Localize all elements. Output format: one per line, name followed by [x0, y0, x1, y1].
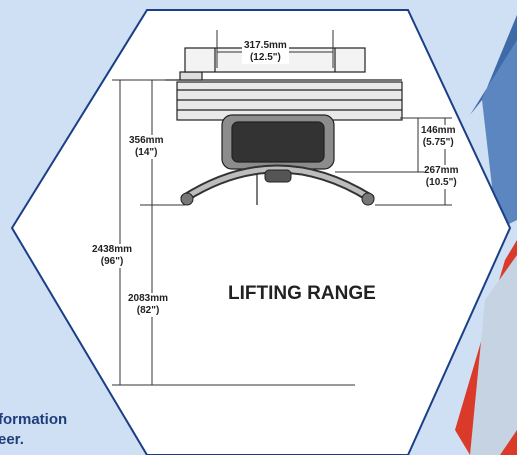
left-upper-mm: 356mm: [129, 135, 164, 146]
right-upper-mm: 146mm: [421, 125, 456, 136]
total-height-mm: 2438mm: [92, 244, 133, 255]
total-height-in: (96"): [100, 256, 124, 267]
dimension-lines: [112, 30, 452, 386]
dimension-label-total-height: 2438mm (96"): [92, 244, 133, 268]
lift-height-in: (82"): [136, 305, 160, 316]
left-upper-in: (14"): [134, 147, 158, 158]
hexagon-frame: [10, 9, 512, 455]
dimension-label-left-upper: 356mm (14"): [129, 135, 164, 159]
clipped-text-line-2: eer.: [0, 431, 24, 448]
dimension-label-top-width: 317.5mm (12.5"): [242, 40, 289, 64]
right-photo-fragments: [455, 15, 517, 455]
right-lower-in: (10.5"): [425, 177, 457, 188]
right-lower-mm: 267mm: [424, 165, 459, 176]
dimension-label-right-upper: 146mm (5.75"): [421, 125, 456, 149]
dimension-label-right-lower: 267mm (10.5"): [424, 165, 459, 189]
lift-height-mm: 2083mm: [128, 293, 169, 304]
clipped-text-line-1: formation: [0, 411, 68, 428]
spreader-bar: [180, 164, 375, 206]
right-upper-in: (5.75"): [422, 137, 454, 148]
dimension-label-lift-height: 2083mm (82"): [128, 293, 169, 317]
top-width-mm: 317.5mm: [244, 40, 287, 51]
top-width-in: (12.5"): [249, 52, 281, 63]
lifting-range-title: LIFTING RANGE: [228, 283, 376, 304]
